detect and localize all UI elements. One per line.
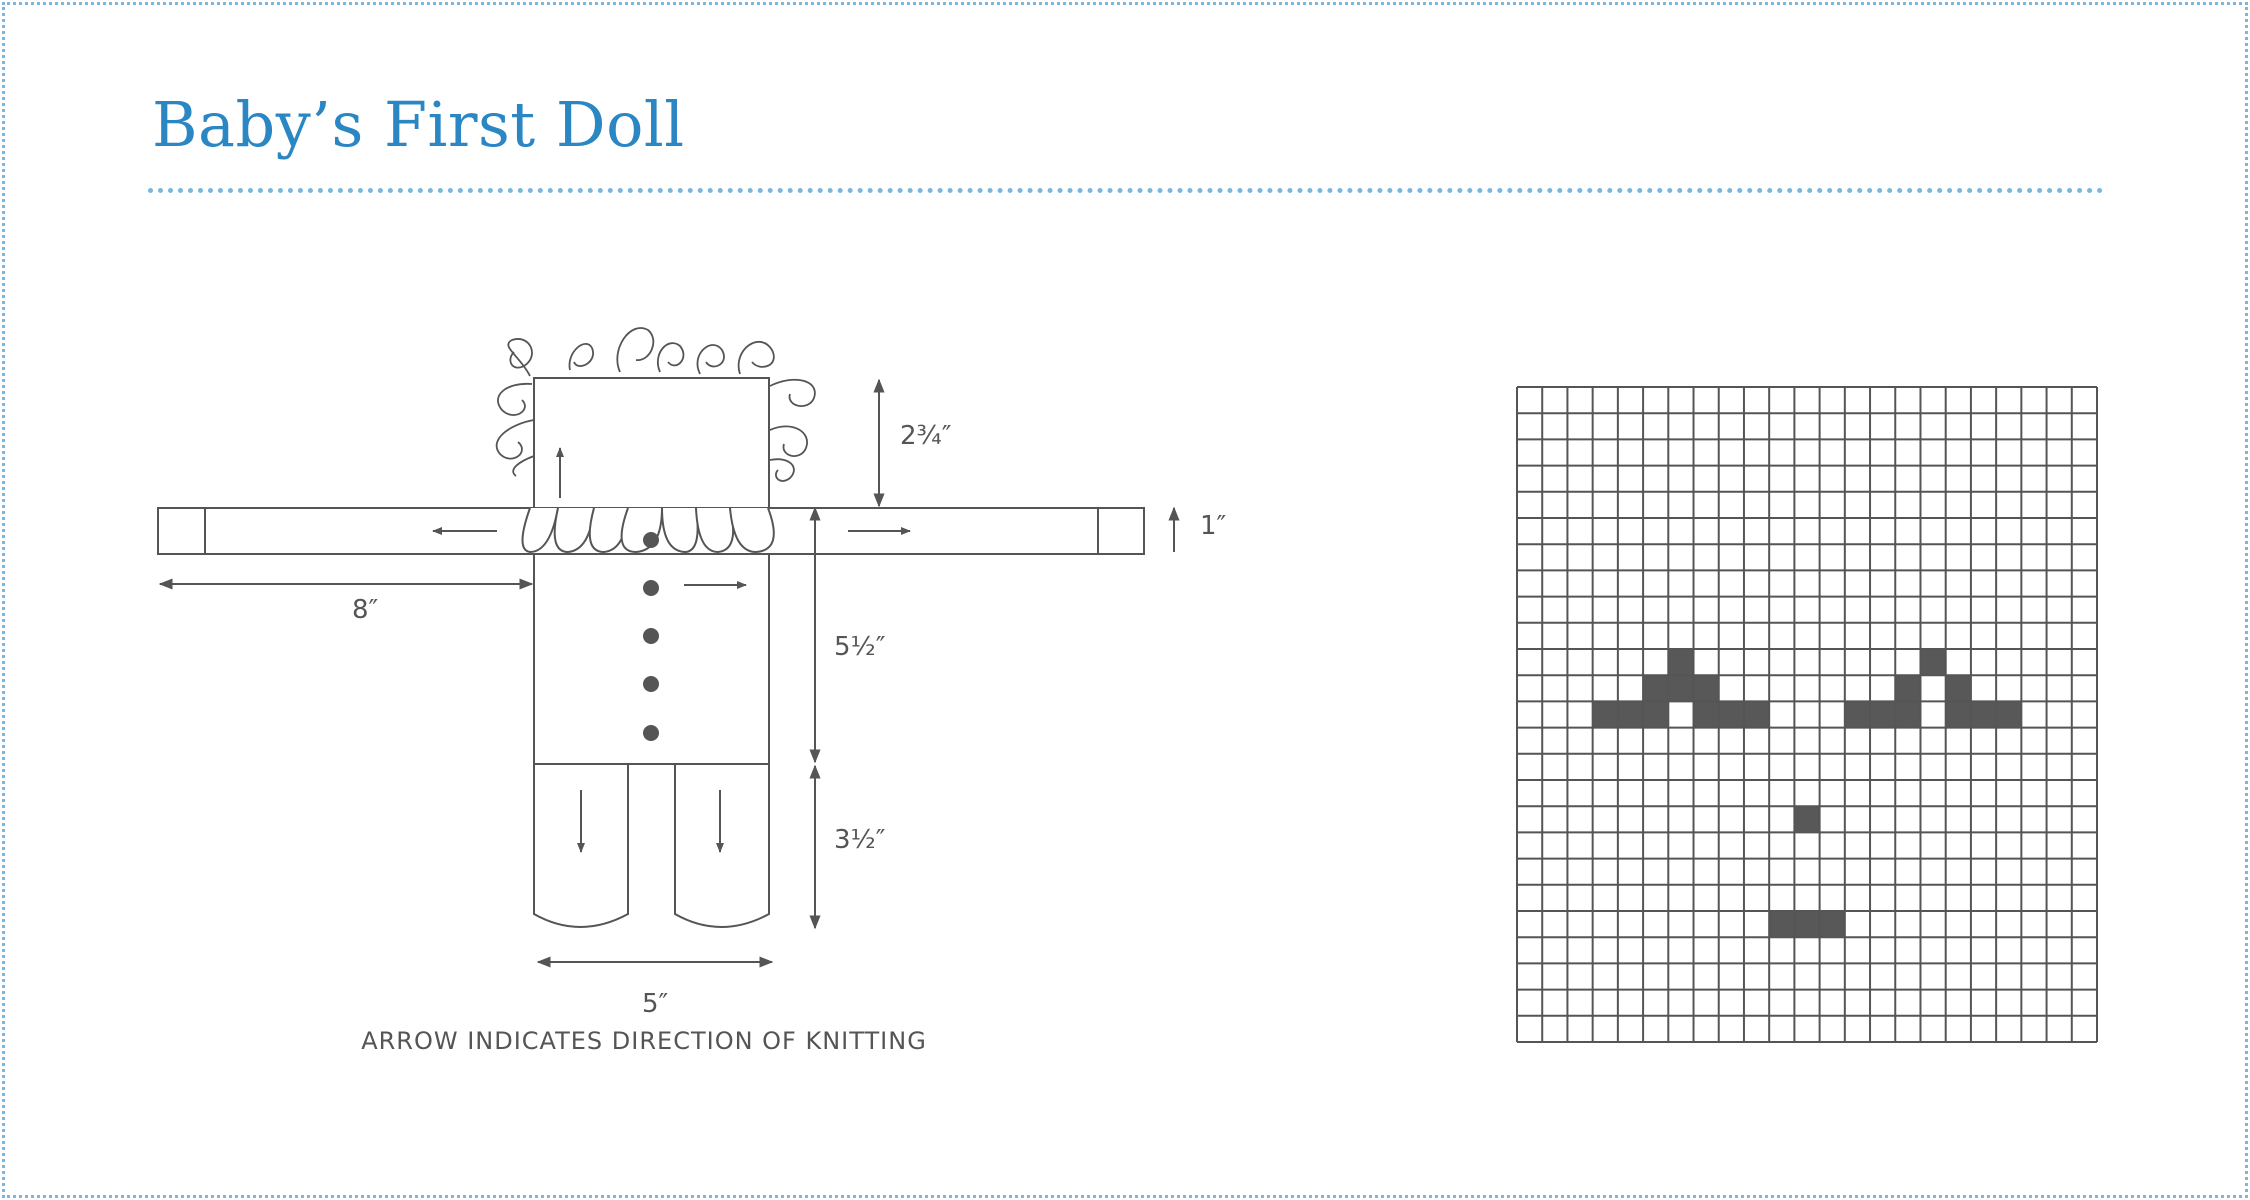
chart-filled-cell — [1895, 675, 1921, 702]
doll-left-leg — [533, 764, 629, 928]
knitting-direction-arrows — [432, 447, 911, 853]
body-width-label: 5″ — [642, 989, 669, 1019]
doll-right-leg — [674, 764, 770, 928]
chart-filled-cell — [1996, 701, 2022, 728]
hair-curls — [495, 327, 816, 482]
chart-filled-cell — [1819, 911, 1845, 938]
knitting-direction-note: ARROW INDICATES DIRECTION OF KNITTING — [361, 1027, 927, 1055]
button-dot — [643, 532, 659, 548]
chart-filled-cell — [1592, 701, 1618, 728]
button-dot — [643, 676, 659, 692]
title-divider — [148, 188, 2104, 193]
doll-body — [533, 554, 770, 765]
chart-filled-cell — [1693, 675, 1719, 702]
button-dot — [643, 725, 659, 741]
chart-filled-cell — [1643, 675, 1669, 702]
dimension-arrows — [158, 378, 1180, 968]
chart-filled-cell — [1794, 911, 1820, 938]
chart-filled-cell — [1668, 675, 1694, 702]
chart-filled-cell — [1844, 701, 1871, 728]
button-dot — [643, 628, 659, 644]
chart-filled-cell — [1643, 701, 1669, 728]
chart-filled-cell — [1769, 911, 1795, 938]
face-chart-grid — [1516, 386, 2098, 1043]
chart-filled-cell — [1870, 701, 1896, 728]
chart-filled-cell — [1617, 701, 1644, 728]
leg-height-label: 3½″ — [834, 825, 886, 855]
chart-filled-cell — [1895, 701, 1921, 728]
doll-collar — [521, 507, 775, 554]
chart-filled-cell — [1920, 649, 1946, 676]
chart-filled-cell — [1970, 701, 1997, 728]
body-height-label: 5½″ — [834, 632, 886, 662]
chart-filled-cell — [1945, 675, 1971, 702]
chart-filled-cell — [1718, 701, 1744, 728]
chart-filled-cell — [1693, 701, 1719, 728]
chart-filled-cell — [1945, 701, 1971, 728]
doll-buttons — [643, 532, 659, 741]
arm-width-label: 1″ — [1200, 511, 1227, 541]
doll-head — [533, 377, 770, 509]
chart-filled-cell — [1668, 649, 1694, 676]
head-height-label: 2¾″ — [900, 421, 952, 451]
arm-length-label: 8″ — [352, 595, 379, 625]
button-dot — [643, 580, 659, 596]
page-title: Baby’s First Doll — [152, 88, 685, 161]
chart-filled-cell — [1794, 806, 1820, 833]
chart-filled-cell — [1743, 701, 1770, 728]
